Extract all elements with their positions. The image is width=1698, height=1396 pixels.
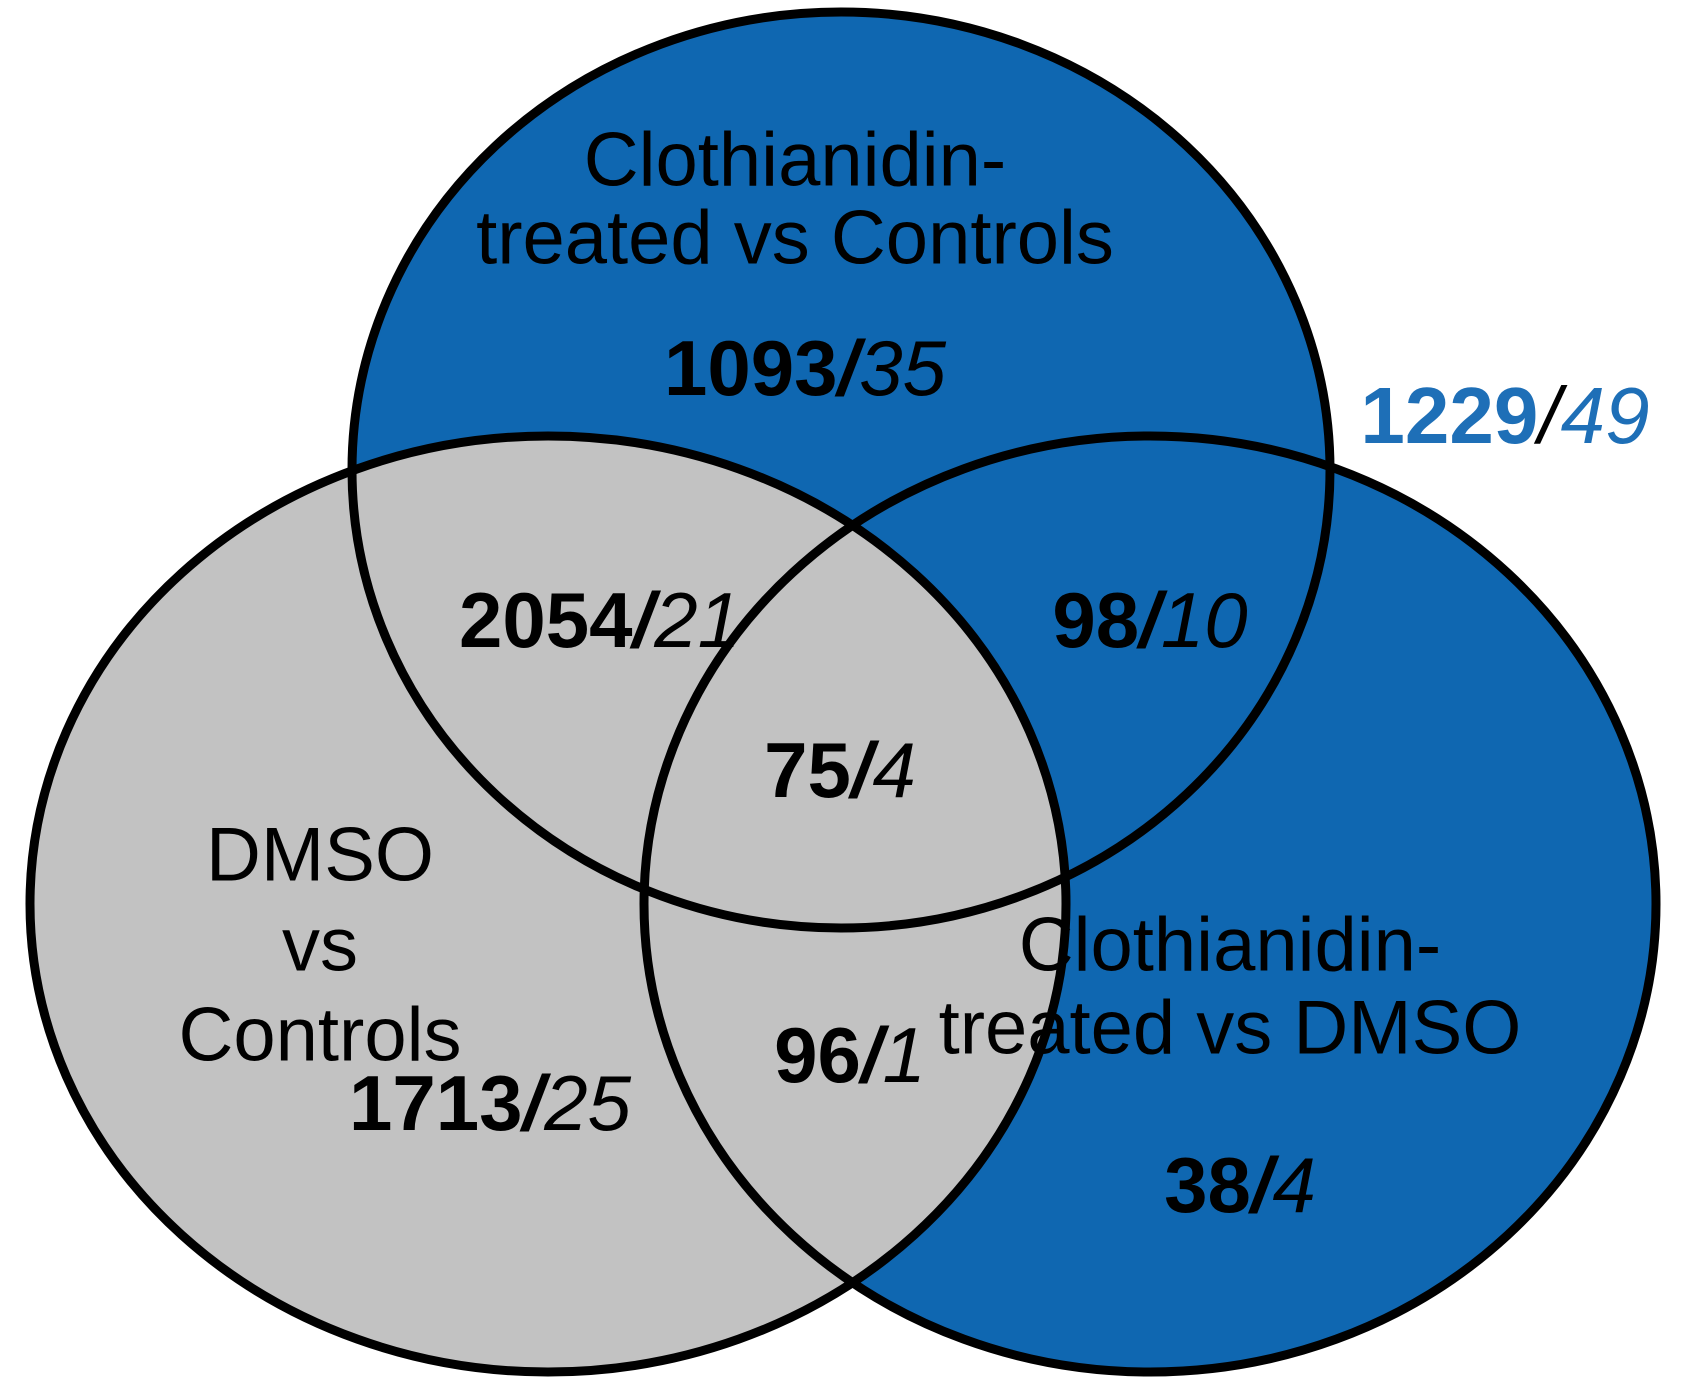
count-italic: 21 bbox=[653, 576, 741, 664]
venn-outline-clothianidin-vs-dmso bbox=[639, 431, 1661, 1377]
count-bold: 1713 bbox=[349, 1059, 523, 1147]
count-overlap-center: 75/4 bbox=[764, 726, 916, 814]
count-outside-total: 1229/49 bbox=[1360, 371, 1649, 460]
count-bold: 96 bbox=[774, 1011, 861, 1099]
count-overlap-top-right: 98/10 bbox=[1052, 576, 1247, 664]
count-dmso-vs-controls: 1713/25 bbox=[349, 1059, 632, 1147]
venn-outline-dmso-vs-controls bbox=[25, 431, 1071, 1377]
label-clothianidin-vs-controls-line1: Clothianidin- bbox=[584, 118, 1006, 203]
count-overlap-top-left: 2054/21 bbox=[459, 576, 741, 664]
label-dmso-vs-controls-line2: vs bbox=[282, 903, 358, 988]
count-italic: 49 bbox=[1561, 371, 1650, 460]
count-bold: 1229 bbox=[1360, 371, 1538, 460]
label-clothianidin-vs-dmso-line1: Clothianidin- bbox=[1019, 903, 1441, 988]
count-italic: 35 bbox=[859, 324, 946, 412]
count-overlap-bottom: 96/1 bbox=[774, 1011, 926, 1099]
venn-circle-dmso-vs-controls bbox=[30, 436, 1066, 1372]
count-italic: 4 bbox=[1273, 1141, 1316, 1229]
count-bold: 38 bbox=[1164, 1141, 1251, 1229]
label-dmso-vs-controls-line1: DMSO bbox=[206, 813, 434, 898]
count-bold: 98 bbox=[1052, 576, 1139, 664]
count-clothianidin-vs-controls: 1093/35 bbox=[664, 324, 947, 412]
count-bold: 2054 bbox=[459, 576, 633, 664]
count-italic: 4 bbox=[873, 726, 916, 814]
count-bold: 1093 bbox=[664, 324, 838, 412]
count-italic: 25 bbox=[543, 1059, 631, 1147]
count-italic: 10 bbox=[1161, 576, 1248, 664]
count-italic: 1 bbox=[883, 1011, 926, 1099]
count-clothianidin-vs-dmso: 38/4 bbox=[1164, 1141, 1316, 1229]
label-clothianidin-vs-controls-line2: treated vs Controls bbox=[476, 196, 1114, 281]
label-clothianidin-vs-dmso-line2: treated vs DMSO bbox=[939, 986, 1522, 1071]
label-dmso-vs-controls-line3: Controls bbox=[179, 993, 462, 1078]
count-bold: 75 bbox=[764, 726, 851, 814]
